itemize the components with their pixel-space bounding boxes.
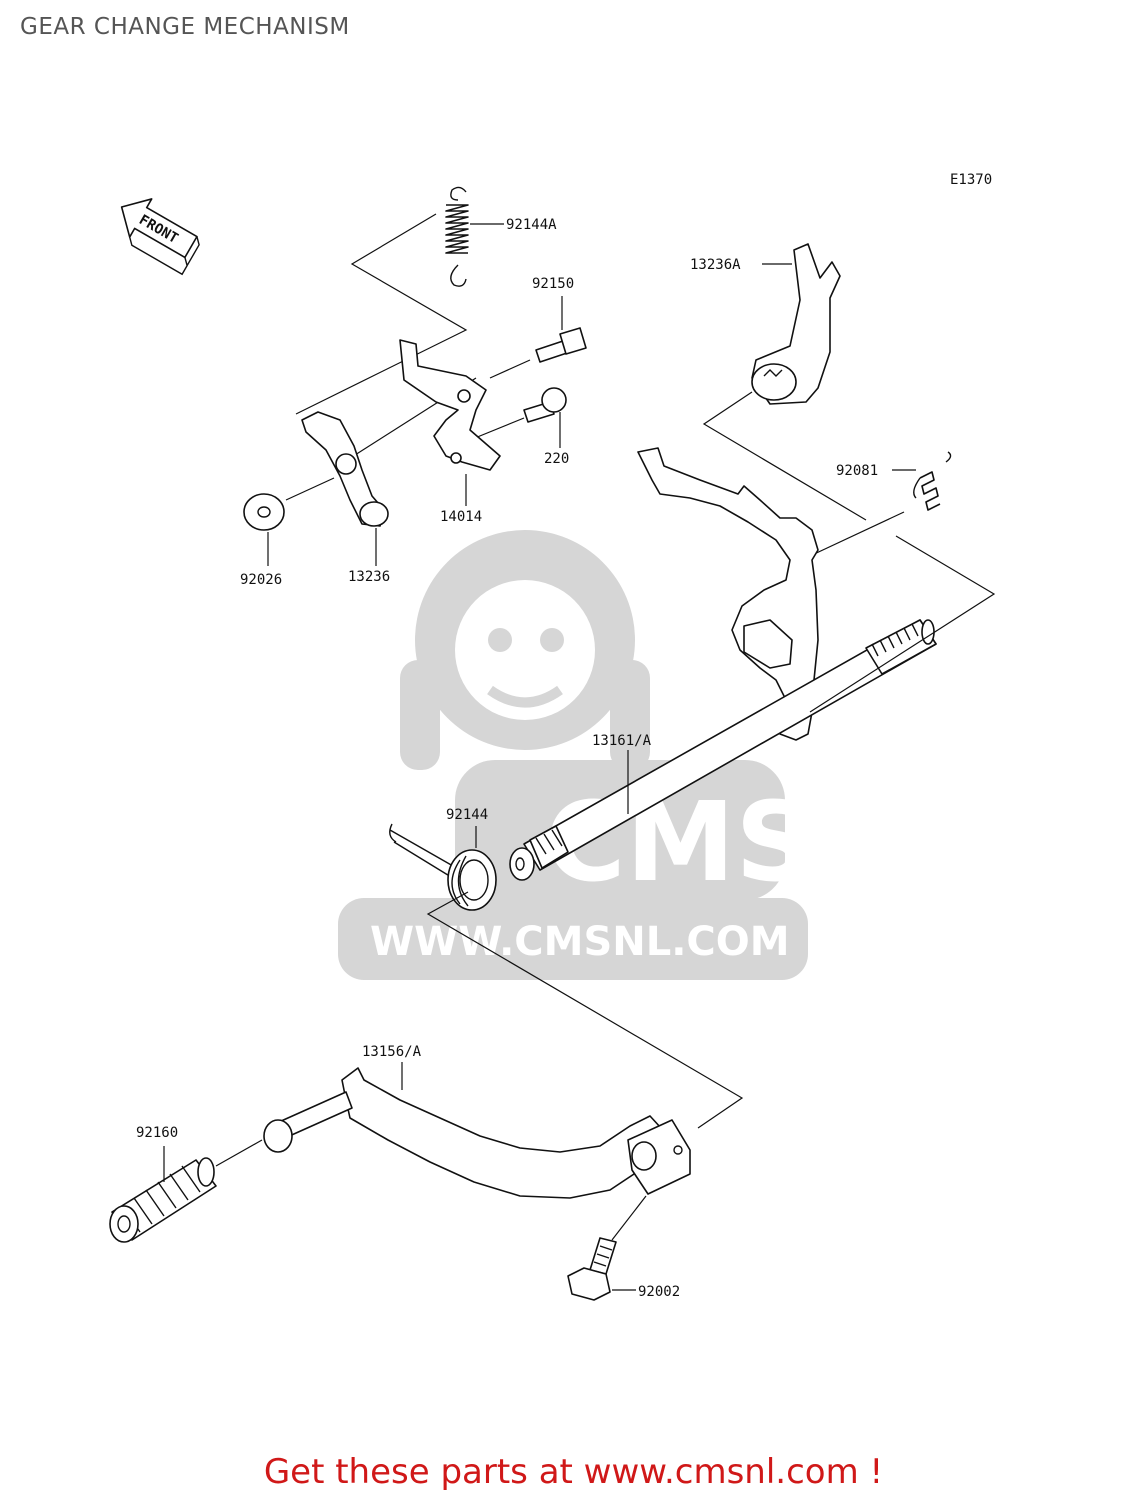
parts-diagram: CMS WWW.CMSNL.COM FRONT E1370 92144A 921… [109,172,996,1301]
watermark: CMS WWW.CMSNL.COM [338,530,814,980]
part-label-92144A: 92144A [506,217,557,233]
page-title: GEAR CHANGE MECHANISM [20,14,350,40]
part-label-92026: 92026 [240,572,282,588]
plate-13236 [301,411,389,527]
watermark-url: WWW.CMSNL.COM [370,919,790,965]
footer-cta-link[interactable]: Get these parts at www.cmsnl.com ! [263,1452,884,1492]
shift-pedal-13156A [263,1067,691,1199]
part-label-92002: 92002 [638,1284,680,1300]
spring-92144A [445,186,469,287]
arm-14014 [399,339,501,471]
spring-92081 [913,451,952,511]
part-label-13156A: 13156/A [362,1044,422,1060]
part-label-92081: 92081 [836,463,878,479]
part-label-92150: 92150 [532,276,574,292]
bolt-220 [523,387,567,423]
part-label-220: 220 [544,451,569,467]
part-label-14014: 14014 [440,509,482,525]
part-label-92160: 92160 [136,1125,178,1141]
bolt-92150 [535,327,587,363]
shift-shaft-13161A [509,447,937,881]
part-label-13236A: 13236A [690,257,741,273]
diagram-code: E1370 [950,172,992,188]
torsion-spring-92144 [389,823,497,911]
part-label-13161A: 13161/A [592,733,652,749]
part-label-92144: 92144 [446,807,488,823]
front-arrow: FRONT [120,198,200,276]
washer-92026 [243,493,285,531]
fork-13236A [751,243,841,405]
part-label-13236: 13236 [348,569,390,585]
pedal-rubber-92160 [109,1157,217,1243]
bolt-92002 [567,1237,617,1301]
